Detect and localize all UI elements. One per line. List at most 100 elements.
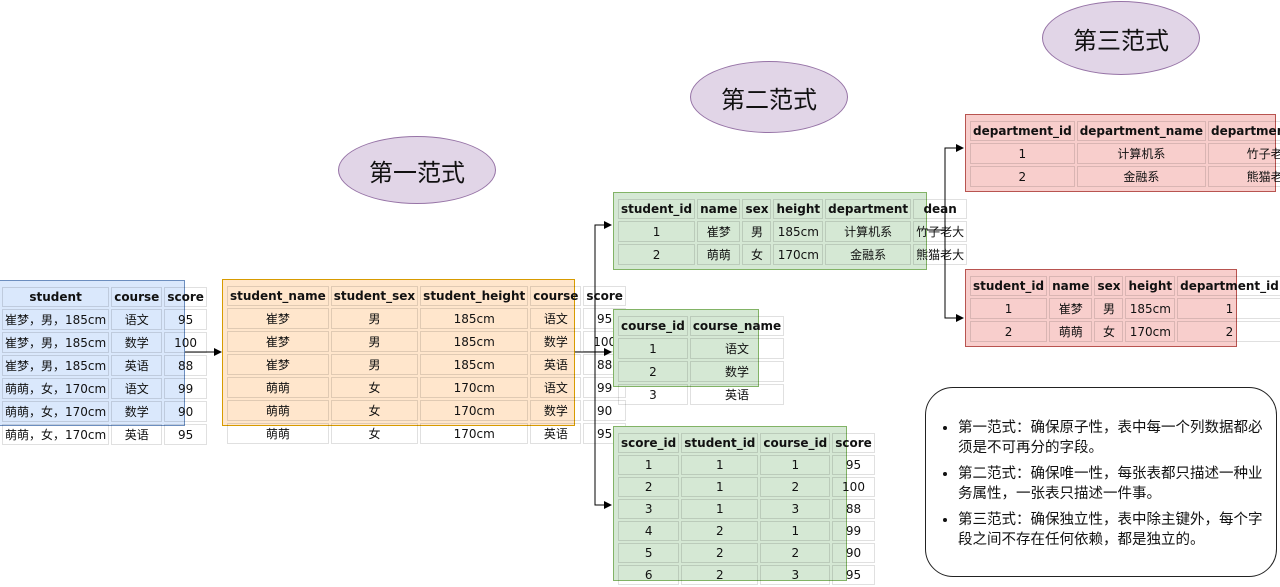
table-cell: 95 — [832, 455, 875, 475]
table-cell: 数学 — [689, 361, 785, 382]
table-cell: 2 — [760, 477, 831, 497]
table-cell: 1 — [618, 221, 696, 242]
table-row: 1计算机系竹子老大 — [970, 143, 1280, 164]
table-department: department_iddepartment_namedepartment_d… — [965, 114, 1280, 192]
table-cell: 语文 — [530, 308, 582, 329]
table-cell: 崔梦 — [1049, 298, 1093, 319]
table-cell: 95 — [164, 424, 207, 445]
column-header: score — [583, 286, 626, 306]
table-cell: 崔梦，男，185cm — [2, 309, 110, 330]
column-header: course — [530, 286, 582, 306]
table-cell: 熊猫老大 — [1207, 166, 1280, 187]
column-header: height — [1125, 276, 1176, 296]
table-cell: 3 — [760, 565, 831, 585]
table-cell: 男 — [330, 331, 419, 352]
table-cell: 英语 — [530, 423, 582, 444]
table-cell: 99 — [164, 378, 207, 399]
table-cell: 95 — [164, 309, 207, 330]
table-cell: 崔梦，男，185cm — [2, 332, 110, 353]
table-cell: 100 — [832, 477, 875, 497]
table-cell: 语文 — [689, 338, 785, 359]
table-cell: 90 — [583, 400, 626, 421]
table-cell: 1 — [618, 455, 680, 475]
column-header: student_name — [227, 286, 329, 306]
table-cell: 女 — [330, 377, 419, 398]
column-header: course — [111, 287, 163, 307]
table-cell: 2 — [618, 361, 688, 382]
table-cell: 170cm — [420, 423, 529, 444]
column-header: sex — [1094, 276, 1124, 296]
column-header: department_id — [1177, 276, 1280, 296]
table-cell: 2 — [681, 543, 759, 563]
column-header: sex — [742, 199, 772, 219]
table-cell: 170cm — [1125, 321, 1176, 342]
table-cell: 男 — [330, 354, 419, 375]
table-cell: 女 — [1094, 321, 1124, 342]
table-cell: 1 — [970, 143, 1075, 164]
table-cell: 英语 — [530, 354, 582, 375]
table-cell: 竹子老大 — [1207, 143, 1280, 164]
table-cell: 崔梦 — [227, 331, 329, 352]
table-cell: 1 — [970, 298, 1048, 319]
table-cell: 3 — [760, 499, 831, 519]
label-second-normal-form: 第二范式 — [690, 61, 848, 133]
column-header: course_name — [689, 316, 785, 336]
column-header: score — [832, 433, 875, 453]
table-cell: 计算机系 — [825, 221, 912, 242]
table-cell: 4 — [618, 521, 680, 541]
table-cell: 2 — [618, 477, 680, 497]
table-row: 2金融系熊猫老大 — [970, 166, 1280, 187]
column-header: student — [2, 287, 110, 307]
note-second-nf: 第二范式：确保唯一性，每张表都只描述一种业务属性，一张表只描述一件事。 — [958, 464, 1266, 504]
table-cell: 崔梦 — [227, 308, 329, 329]
table-cell: 女 — [742, 244, 772, 265]
table-cell: 萌萌 — [227, 423, 329, 444]
table-cell: 崔梦 — [697, 221, 741, 242]
table-cell: 女 — [330, 423, 419, 444]
table-cell: 1 — [681, 477, 759, 497]
table-cell: 2 — [1177, 321, 1280, 342]
table-header-row: department_iddepartment_namedepartment_d… — [970, 121, 1280, 141]
column-header: department — [825, 199, 912, 219]
table-cell: 1 — [760, 455, 831, 475]
table-cell: 90 — [164, 401, 207, 422]
table-cell: 3 — [618, 384, 688, 405]
table-cell: 88 — [832, 499, 875, 519]
column-header: dean — [913, 199, 968, 219]
table-cell: 萌萌，女，170cm — [2, 424, 110, 445]
column-header: student_sex — [330, 286, 419, 306]
table-cell: 计算机系 — [1076, 143, 1206, 164]
table-cell: 185cm — [420, 308, 529, 329]
table-cell: 2 — [760, 543, 831, 563]
note-first-nf: 第一范式：确保原子性，表中每一个列数据都必须是不可再分的字段。 — [958, 418, 1266, 458]
